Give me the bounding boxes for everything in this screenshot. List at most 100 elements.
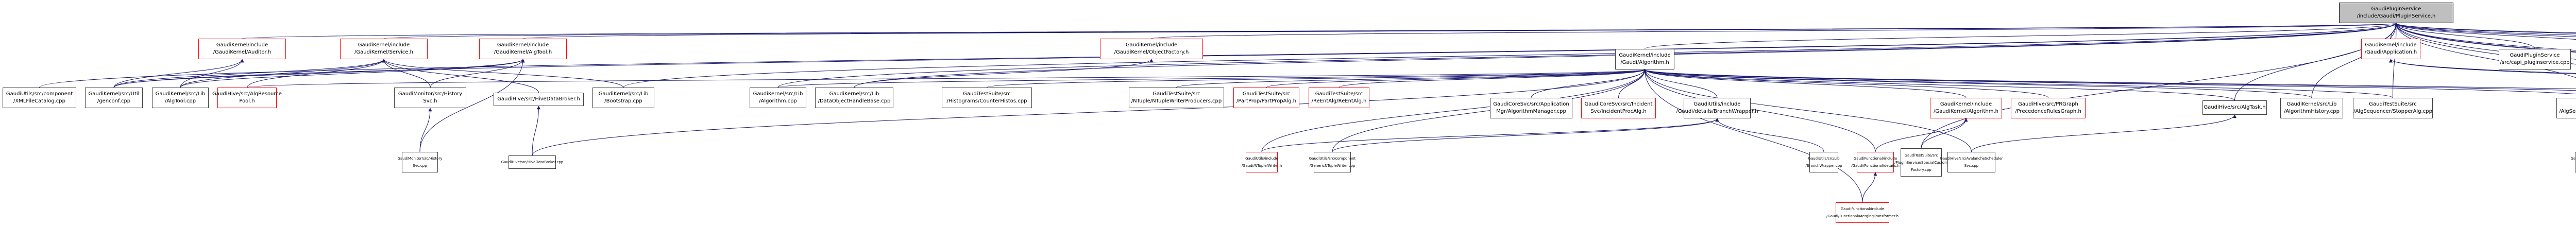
edge-application_cpp-to-application_h: [2389, 59, 2576, 75]
graph-node-xmlfilecatalog[interactable]: GaudiUtils/src/component /XMLFileCatalog…: [3, 88, 76, 108]
edge-objectfactory_h-to-root: [1151, 23, 2398, 39]
edge-avalanche-to-gaudi_algorithm_h: [1643, 69, 1972, 152]
graph-node-dataobjecthandlebase[interactable]: GaudiKernel/src/Lib /DataObjectHandleBas…: [815, 88, 893, 108]
edge-gk_algorithm_h-to-gaudi_algorithm_h: [1643, 69, 1967, 98]
edge-templatedalg-to-gaudi_algorithm_h: [1643, 69, 2576, 95]
graph-node-branchwrapper-h[interactable]: GaudiUtils/include /Gaudi/details/Branch…: [1676, 98, 1758, 118]
edge-specialcustomfactory-to-gk_algorithm_h: [1921, 118, 1968, 149]
edge-precedencerulesgraph_h-to-gaudi_algorithm_h: [1643, 69, 2048, 98]
edge-genconf-to-algtool_h: [113, 59, 525, 88]
graph-node-functional-details-h[interactable]: GaudiFunctional/include /Gaudi/Functiona…: [1851, 152, 1900, 172]
graph-node-historysvc-cpp[interactable]: GaudiMonitor/src/History Svc.cpp: [398, 152, 443, 172]
graph-node-ntuple-writer-h[interactable]: GaudiUtils/include /Gaudi/NTuple/Writer.…: [1242, 152, 1282, 172]
edge-listcomponents-to-root: [2394, 23, 2576, 40]
edge-algtool_cpp-to-algtool_h: [180, 59, 525, 88]
edge-branchwrapper_cpp-to-branchwrapper_h: [1715, 118, 1824, 152]
edge-ntuplewriterproducers-to-gaudi_algorithm_h: [1176, 69, 1647, 88]
graph-node-counterhistos[interactable]: GaudiTestSuite/src /Histograms/CounterHi…: [942, 88, 1032, 108]
root-node: GaudiPluginService /include/Gaudi/Plugin…: [2339, 3, 2453, 23]
graph-node-avalanche[interactable]: GaudiHive/src/AvalancheScheduler Svc.cpp: [1940, 152, 2003, 172]
edge-genericntuplewriter-to-gaudi_algorithm_h: [1332, 69, 1647, 152]
edge-functional_details_h-to-gaudi_algorithm_h: [1643, 69, 1876, 152]
graph-node-auditor-h[interactable]: GaudiKernel/include /GaudiKernel/Auditor…: [198, 39, 286, 59]
graph-node-precedencesvc[interactable]: GaudiHive/src/Precedence Svc.cpp: [2571, 152, 2576, 172]
edge-hivedatabroker_cpp-to-gaudi_algorithm_h: [532, 69, 1647, 156]
graph-node-algorithmmanager[interactable]: GaudiCoreSvc/src/Application Mgr/Algorit…: [1490, 98, 1572, 118]
graph-node-bootstrap-cpp[interactable]: GaudiKernel/src/Lib /Bootstrap.cpp: [592, 88, 654, 108]
edge-bootstrap_cpp-to-root: [623, 23, 2398, 88]
edge-multifilecatalog-to-root: [2394, 23, 2576, 33]
edge-counterhistos-to-gaudi_algorithm_h: [987, 69, 1647, 88]
edge-application_cpp-to-root: [2394, 23, 2576, 52]
edge-algtool_h-to-root: [522, 23, 2397, 39]
edge-partpropalg_h-to-gaudi_algorithm_h: [1266, 69, 1647, 88]
graph-node-specialcustomfactory[interactable]: GaudiTestSuite/src /PluginService/Specia…: [1894, 148, 1948, 177]
edge-psv2-to-root: [2394, 23, 2576, 36]
edge-ntuple_writer_h-to-gaudi_algorithm_h: [1261, 69, 1647, 152]
edge-gaudimain-to-root: [2394, 23, 2576, 51]
edge-genericntuplewriter-to-branchwrapper_h: [1332, 118, 1719, 152]
graph-node-hivedatabroker-h[interactable]: GaudiHive/src/HiveDataBroker.h: [494, 93, 584, 106]
edge-ntuple_writer_h-to-branchwrapper_h: [1261, 118, 1719, 152]
edge-algorithmhistory-to-gaudi_algorithm_h: [1643, 69, 2312, 98]
edge-algorithm_cpp-to-gaudi_algorithm_h: [777, 69, 1647, 88]
edge-historysvc_cpp-to-algtool_h: [419, 59, 525, 152]
graph-node-ntuplewriterproducers[interactable]: GaudiTestSuite/src /NTuple/NTupleWriterP…: [1129, 88, 1224, 108]
graph-node-hivedatabroker-cpp[interactable]: GaudiHive/src/HiveDataBroker.cpp: [501, 155, 563, 169]
edge-auditor_h-to-root: [242, 23, 2397, 39]
graph-node-algtool-h[interactable]: GaudiKernel/include /GaudiKernel/AlgTool…: [479, 39, 567, 59]
edge-algtask_h-to-gaudi_algorithm_h: [1643, 69, 2235, 101]
graph-node-objectfactory-h[interactable]: GaudiKernel/include /GaudiKernel/ObjectF…: [1100, 39, 1203, 59]
edge-bootstrap_cpp-to-service_h: [382, 59, 624, 88]
graph-node-branchwrapper-cpp[interactable]: GaudiUtils/src/Lib /BranchWrapper.cpp: [1805, 152, 1842, 172]
graph-node-application-h[interactable]: GaudiKernel/include /Gaudi/Application.h: [2361, 39, 2420, 59]
graph-node-partpropalg-h[interactable]: GaudiTestSuite/src /PartProp/PartPropAlg…: [1233, 88, 1299, 108]
graph-node-historysvc-h[interactable]: GaudiMonitor/src/History Svc.h: [394, 88, 466, 108]
edge-stopperalg-to-gaudi_algorithm_h: [1643, 69, 2393, 98]
edge-avalanche-to-algtask_h: [1971, 114, 2236, 152]
graph-node-templatedalg[interactable]: GaudiTestSuite/src /AlgSequencer/Templat…: [2556, 98, 2576, 118]
edge-toolvisitortest-to-root: [2394, 23, 2576, 53]
edge-genconf-to-service_h: [113, 59, 386, 88]
edge-psv1-to-root: [2394, 23, 2576, 37]
edge-gaudi_algorithm_h-to-root: [1645, 23, 2398, 49]
graph-node-gaudi-algorithm-h[interactable]: GaudiKernel/include /Gaudi/Algorithm.h: [1615, 49, 1674, 69]
graph-node-algorithmhistory[interactable]: GaudiKernel/src/Lib /AlgorithmHistory.cp…: [2280, 98, 2343, 118]
graph-node-mergingtransformer-h[interactable]: GaudiFunctional/include /Gaudi/Functiona…: [1826, 202, 1899, 223]
edge-stopperalg-to-root: [2393, 23, 2398, 98]
edge-historysvc_h-to-algtool_h: [430, 59, 525, 88]
edge-gaudimain-to-application_h: [2389, 59, 2576, 74]
edge-algtool_cpp-to-service_h: [180, 59, 386, 88]
graph-node-genericntuplewriter[interactable]: GaudiUtils/src/component /GenericNTupleW…: [1309, 152, 1355, 172]
graph-node-genconf[interactable]: GaudiKernel/src/Util /genconf.cpp: [85, 88, 143, 108]
edge-sequence_h-to-root: [2394, 23, 2576, 60]
graph-node-algtask-h[interactable]: GaudiHive/src/AlgTask.h: [2202, 100, 2267, 115]
edge-algresourcepool_h-to-gaudi_algorithm_h: [247, 69, 1646, 88]
graph-node-capi-ps[interactable]: GaudiPluginService /src/capi_pluginservi…: [2499, 49, 2571, 69]
graph-node-gk-algorithm-h[interactable]: GaudiKernel/include /GaudiKernel/Algorit…: [1930, 98, 2002, 118]
graph-node-service-h[interactable]: GaudiKernel/include /GaudiKernel/Service…: [340, 39, 428, 59]
edge-capi_ps-to-root: [2394, 23, 2535, 49]
graph-node-algresourcepool-h[interactable]: GaudiHive/src/AlgResource Pool.h: [212, 88, 282, 108]
edge-mergingtransformer_h-to-functional_details_h: [1862, 172, 1877, 203]
edge-algtool_cpp-to-auditor_h: [180, 59, 244, 88]
edge-service_h-to-root: [383, 23, 2397, 39]
edge-functional_details_h-to-gk_algorithm_h: [1875, 118, 1968, 152]
graph-node-algtool-cpp[interactable]: GaudiKernel/src/Lib /AlgTool.cpp: [152, 88, 209, 108]
graph-node-algorithm-cpp[interactable]: GaudiKernel/src/Lib /Algorithm.cpp: [750, 88, 806, 108]
edge-genconf-to-auditor_h: [113, 59, 244, 88]
edge-dataobjecthandlebase-to-objectfactory_h: [854, 59, 1154, 88]
edge-mergingtransformer_h-to-gaudi_algorithm_h: [1643, 69, 1863, 203]
graph-node-incidentprocalg-h[interactable]: GaudiCoreSvc/src/Incident Svc/IncidentPr…: [1581, 98, 1656, 118]
edge-ifilecatalog_h-to-root: [2394, 23, 2576, 34]
graph-node-stopperalg[interactable]: GaudiTestSuite/src /AlgSequencer/Stopper…: [2353, 98, 2433, 118]
edge-sequence_h-to-gaudi_algorithm_h: [1643, 69, 2576, 90]
edge-historysvc_cpp-to-historysvc_h: [419, 108, 432, 152]
edge-reentalg_h-to-gaudi_algorithm_h: [1338, 69, 1647, 88]
edge-historysvc_h-to-service_h: [382, 59, 431, 88]
edge-branchwrapper_h-to-gaudi_algorithm_h: [1643, 69, 1718, 98]
graph-node-precedencerulesgraph-h[interactable]: GaudiHive/src/PRGraph /PrecedenceRulesGr…: [2011, 98, 2086, 118]
graph-node-reentalg-h[interactable]: GaudiTestSuite/src /ReEntAlg/ReEntAlg.h: [1309, 88, 1369, 108]
